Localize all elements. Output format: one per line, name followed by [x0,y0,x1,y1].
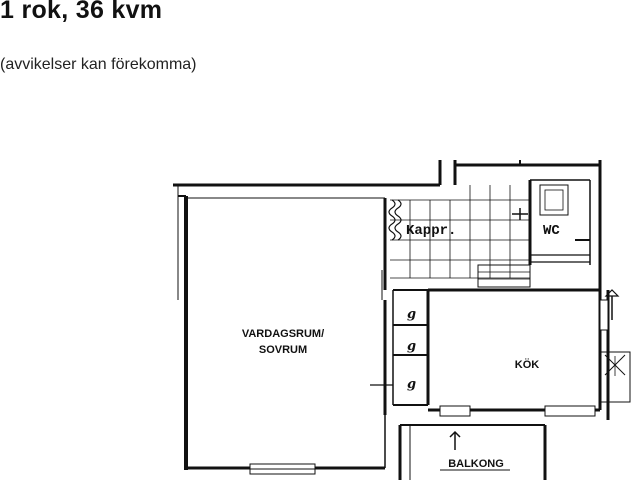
closet-mark-2: g [407,339,416,354]
page-title: 1 rok, 36 kvm [0,0,163,24]
living-window [249,463,316,475]
room-label-living-line2: SOVRUM [259,344,307,356]
wc-room [528,179,591,265]
hallway [388,160,602,290]
room-label-living-line1: VARDAGSRUM/ [242,328,324,340]
room-label-balcony: BALKONG [448,458,504,470]
closets [370,289,430,406]
balcony [398,424,547,480]
room-label-wc: WC [543,223,560,239]
closet-mark-1: g [407,307,416,322]
room-label-hall: Kappr. [406,223,456,239]
partition-walls [381,198,387,468]
room-label-kitchen: KÖK [515,358,540,371]
closet-mark-3: g [407,377,416,392]
page-subtitle: (avvikelser kan förekomma) [0,56,197,73]
kitchen-room [428,288,631,420]
